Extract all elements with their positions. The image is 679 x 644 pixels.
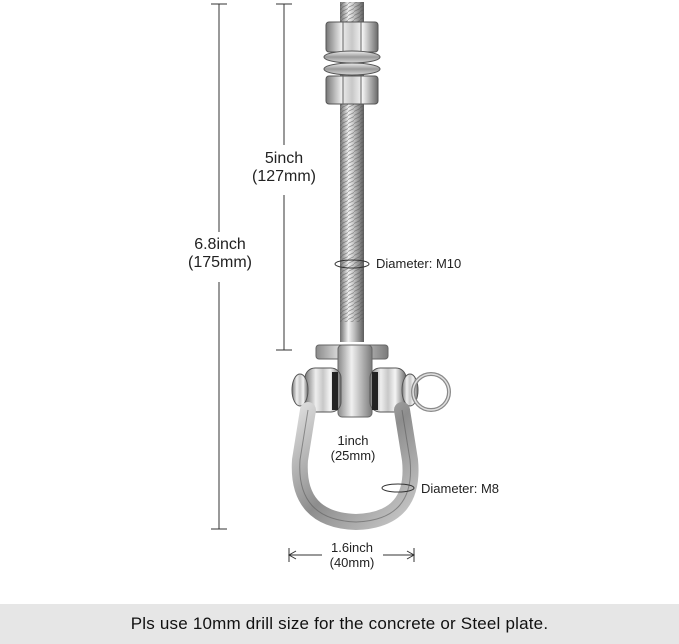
bolt-length-label: 5inch (127mm) — [224, 150, 344, 187]
shackle-width-inch: 1.6inch — [331, 540, 373, 555]
shackle-opening-mm: (25mm) — [330, 447, 376, 463]
dimension-lines — [211, 3, 416, 562]
eye-bolt-shackle-illustration — [211, 2, 451, 562]
swivel-mount — [291, 344, 419, 418]
bolt-length-inch: 5inch — [264, 150, 304, 167]
drill-size-note: Pls use 10mm drill size for the concrete… — [0, 604, 679, 644]
total-length-mm: (175mm) — [187, 254, 252, 272]
shackle-diameter-label: Diameter: M8 — [421, 481, 500, 496]
shackle-width-label: 1.6inch (40mm) — [311, 540, 393, 571]
shackle — [291, 402, 419, 531]
shackle-opening-inch: 1inch — [337, 433, 369, 448]
total-length-label: 6.8inch (175mm) — [160, 236, 280, 273]
washer-2 — [323, 62, 381, 76]
total-length-inch: 6.8inch — [194, 236, 246, 253]
nut-bottom — [325, 75, 379, 105]
bolt-diameter-label: Diameter: M10 — [376, 256, 462, 271]
nut-top — [325, 21, 379, 53]
washer-1 — [323, 50, 381, 64]
shackle-width-mm: (40mm) — [329, 554, 375, 570]
shackle-opening-label: 1inch (25mm) — [312, 433, 394, 464]
bolt-length-mm: (127mm) — [251, 168, 316, 186]
split-ring — [411, 372, 451, 412]
